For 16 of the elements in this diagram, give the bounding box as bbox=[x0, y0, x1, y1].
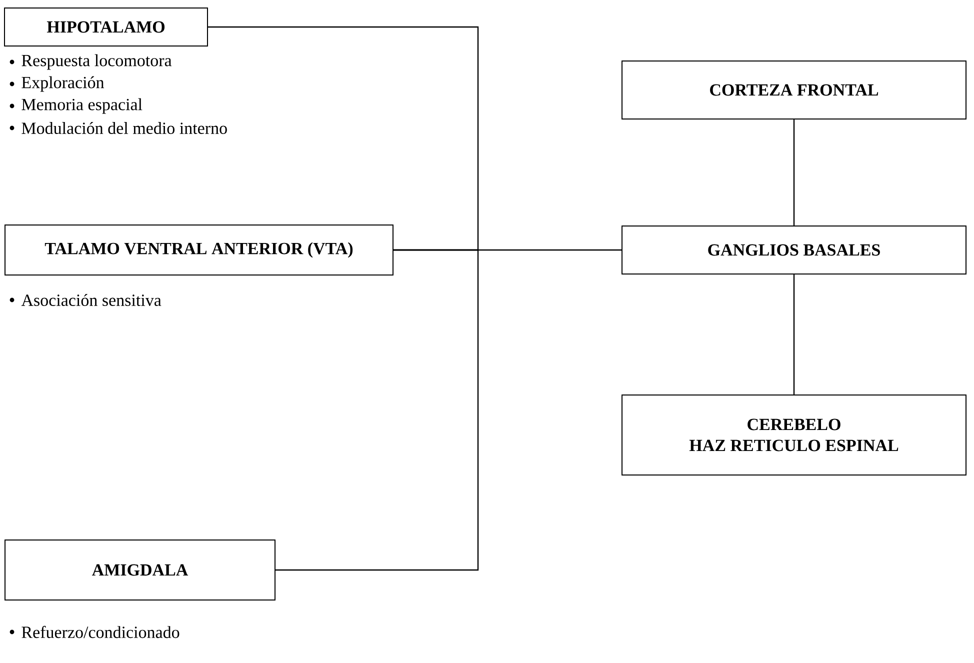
bullet-text: Exploración bbox=[22, 76, 104, 92]
label-box: CORTEZA FRONTAL bbox=[622, 60, 966, 120]
bullet-text: Memoria espacial bbox=[22, 98, 142, 114]
connector-line bbox=[276, 249, 479, 571]
bullet-text: Asociación sensitiva bbox=[21, 294, 162, 306]
label-box: GANGLIOS BASALES bbox=[622, 226, 966, 274]
connector-line bbox=[208, 26, 479, 251]
connector-line bbox=[793, 120, 795, 226]
bullet-text: Modulación del medio interno bbox=[22, 122, 227, 134]
label-box: TALAMO VENTRAL ANTERIOR (VTA) bbox=[4, 224, 394, 276]
bullet-text: Respuesta locomotora bbox=[22, 54, 172, 70]
label-box: AMIGDALA bbox=[4, 540, 276, 600]
connector-line bbox=[793, 274, 795, 394]
bullet-text: Refuerzo/condicionado bbox=[22, 626, 180, 638]
label-box: CEREBELO HAZ RETICULO ESPINAL bbox=[622, 394, 966, 476]
label-box: HIPOTALAMO bbox=[4, 8, 208, 46]
